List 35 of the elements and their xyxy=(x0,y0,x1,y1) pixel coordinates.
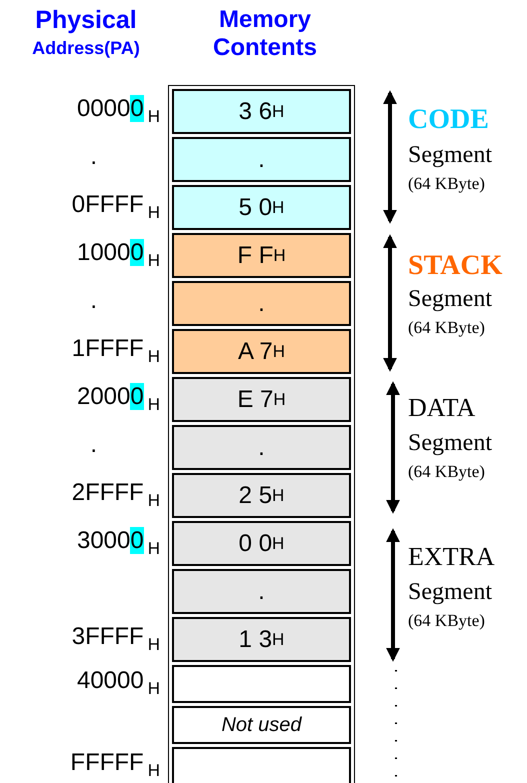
column-heading: Address(PA) xyxy=(31,38,141,59)
empty-memory-cell xyxy=(172,747,351,783)
address-label: 3FFFF$_{H}$ xyxy=(72,622,160,654)
memory-cell: . xyxy=(172,569,351,614)
segment-label: Segment xyxy=(408,142,492,169)
address-label: 40000$_{H}$ xyxy=(76,667,160,699)
segment-name: STACK xyxy=(408,250,502,282)
segment-size: (64 KByte) xyxy=(408,318,485,338)
empty-memory-cell xyxy=(172,665,351,703)
segment-label: Segment xyxy=(408,286,492,313)
segment-label: Segment xyxy=(408,579,492,606)
ellipsis-dot: . xyxy=(90,286,97,314)
memory-cell: Not used xyxy=(172,706,351,744)
segment-size: (64 KByte) xyxy=(408,462,485,482)
ellipsis-dot: . xyxy=(90,142,97,170)
address-label: 00000$_{H}$ xyxy=(76,94,160,126)
segment-size: (64 KByte) xyxy=(408,174,485,194)
ellipsis-dot: . xyxy=(90,430,97,458)
segment-label: Segment xyxy=(408,430,492,457)
address-label: 10000$_{H}$ xyxy=(76,238,160,270)
column-heading: Physical xyxy=(34,6,138,35)
address-label: FFFFF$_{H}$ xyxy=(70,749,160,781)
address-label: 2FFFF$_{H}$ xyxy=(72,478,160,510)
memory-cell: . xyxy=(172,281,351,326)
memory-cell: . xyxy=(172,137,351,182)
memory-cell: . xyxy=(172,425,351,470)
address-label: 1FFFF$_{H}$ xyxy=(72,334,160,366)
segment-size: (64 KByte) xyxy=(408,611,485,631)
segment-label: EXTRA xyxy=(408,542,495,572)
address-label: 0FFFF$_{H}$ xyxy=(72,190,160,222)
segment-name: CODE xyxy=(408,104,489,136)
address-label: 30000$_{H}$ xyxy=(76,526,160,558)
column-heading: Memory Contents xyxy=(212,6,318,62)
segment-label: DATA xyxy=(408,393,476,423)
address-label: 20000$_{H}$ xyxy=(76,382,160,414)
